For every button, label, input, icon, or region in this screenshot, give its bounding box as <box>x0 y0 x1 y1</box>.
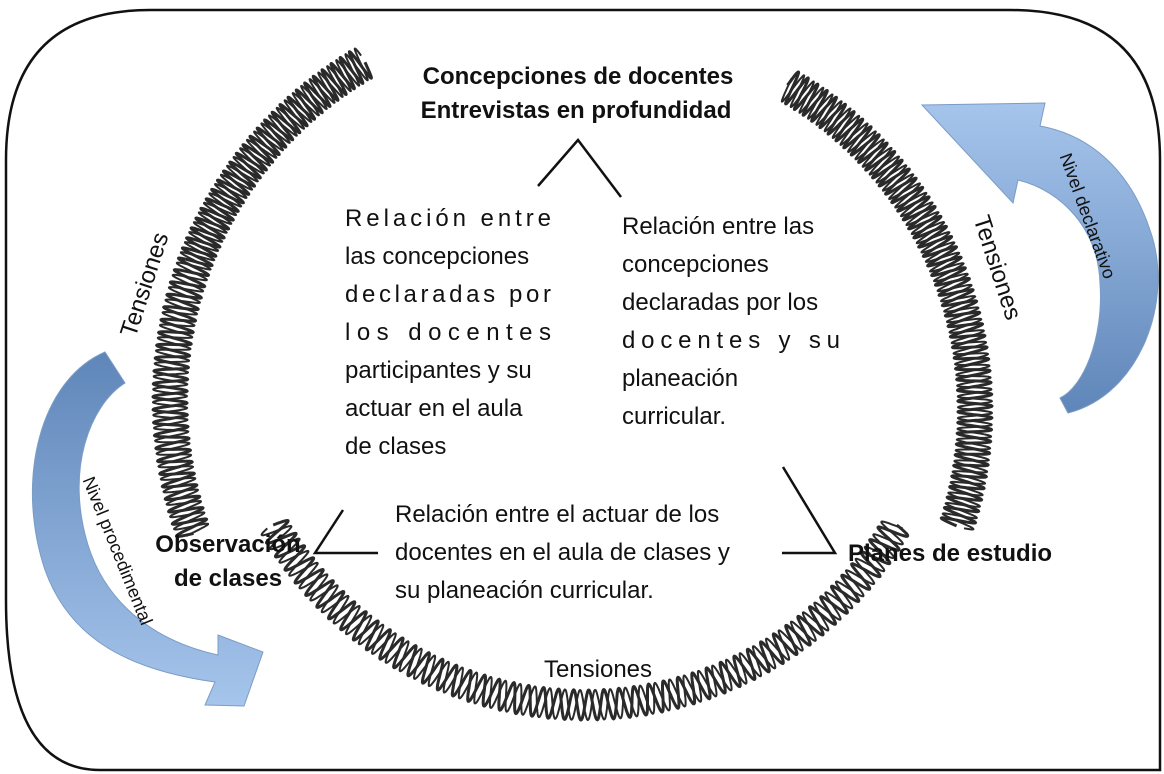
relation-bottom-line: Relación entre el actuar de los <box>395 501 719 528</box>
spring-right <box>780 70 994 531</box>
relation-left-line: actuar en el aula <box>345 395 523 422</box>
relation-right-line: planeación <box>622 365 738 392</box>
observacion-title-line2: de clases <box>174 565 282 592</box>
spring-coil <box>152 261 210 537</box>
relation-bottom-text: Relación entre el actuar de los docentes… <box>395 501 730 604</box>
concepciones-title: Concepciones de docentes <box>423 63 734 90</box>
relation-left-line: declaradas por <box>345 281 551 308</box>
spring-coil <box>179 47 369 271</box>
relation-bottom-line: docentes en el aula de clases y <box>395 539 730 566</box>
relation-right-line: declaradas por los <box>622 289 818 316</box>
relation-right-text: Relación entre las concepciones declarad… <box>622 213 840 430</box>
relation-left-text: Relación entre las concepciones declarad… <box>345 205 551 460</box>
spring-coil <box>260 520 904 721</box>
relation-left-line: los docentes <box>345 319 551 346</box>
spring-coil <box>780 74 969 283</box>
relation-left-line: Relación entre <box>345 205 551 232</box>
spring-coil <box>936 278 993 531</box>
relation-left-line: participantes y su <box>345 357 532 384</box>
relation-left-line: de clases <box>345 433 446 460</box>
relation-right-line: Relación entre las <box>622 213 814 240</box>
entrevistas-subtitle: Entrevistas en profundidad <box>421 97 732 124</box>
planes-title: Planes de estudio <box>848 540 1052 567</box>
relation-right-line: concepciones <box>622 251 769 278</box>
relation-bottom-line: su planeación curricular. <box>395 577 654 604</box>
spring-coil <box>265 519 910 722</box>
connector-lines <box>312 138 838 555</box>
observacion-title: Observación <box>155 531 300 558</box>
relation-right-line: docentes y su <box>622 327 840 354</box>
declarative-level-arrow <box>920 102 1159 414</box>
tension-label-bottom: Tensiones <box>544 656 652 683</box>
relation-right-line: curricular. <box>622 403 726 430</box>
relation-left-line: las concepciones <box>345 243 529 270</box>
outer-frame <box>4 8 1162 772</box>
procedural-level-arrow <box>31 351 264 707</box>
spring-bottom <box>260 519 910 722</box>
spring-left <box>151 47 373 538</box>
